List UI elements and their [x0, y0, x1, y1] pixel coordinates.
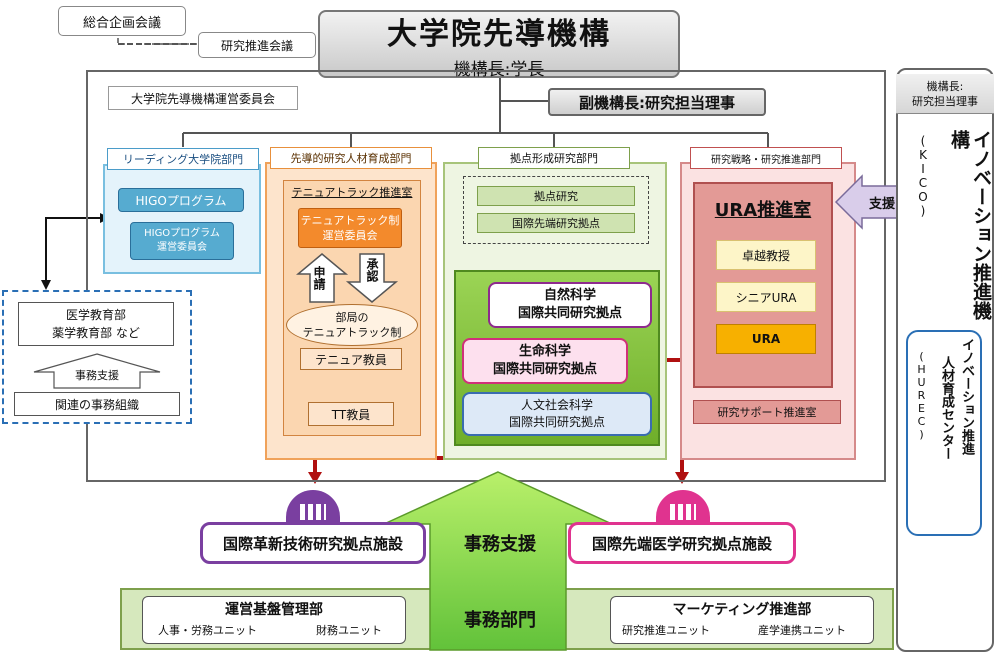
- life-science-line2: 国際共同研究拠点: [492, 362, 597, 377]
- mgmt-title: 運営基盤管理部: [225, 602, 323, 618]
- kico-abbr: (KICO): [916, 134, 930, 218]
- life-science-line1: 生命科学: [518, 344, 571, 359]
- kenkyu-suishin-box: 研究推進会議: [198, 32, 316, 58]
- apply-label: 申請: [312, 266, 326, 290]
- hub-research-box: 拠点研究: [477, 186, 635, 206]
- kico-title: イノベーション推進機構: [948, 130, 992, 320]
- medical-school-line2: 薬学教育部 など: [52, 326, 140, 340]
- related-office-box: 関連の事務組織: [14, 392, 180, 416]
- pioneer-division-header: 先導的研究人材育成部門: [270, 147, 432, 169]
- strategy-division-label: 研究戦略・研究推進部門: [711, 154, 821, 166]
- office-support-small-label: 事務支援: [75, 369, 119, 382]
- facility-left-label: 国際革新技術研究拠点施設: [222, 534, 403, 553]
- ura-label: URA: [751, 332, 781, 346]
- distinguished-prof-box: 卓越教授: [716, 240, 816, 270]
- hurec-abbr: (HUREC): [915, 350, 928, 441]
- tenure-committee-box: テニュアトラック制 運営委員会: [298, 208, 402, 248]
- dept-tenure-line2: テニュアトラック制: [302, 326, 402, 339]
- facility-right-box: 国際先端医学研究拠点施設: [568, 522, 796, 564]
- senior-ura-label: シニアURA: [735, 290, 797, 305]
- research-support-office-label: 研究サポート推進室: [717, 406, 817, 419]
- humanities-line1: 人文社会科学: [520, 398, 593, 412]
- sogo-kikaku-box: 総合企画会議: [58, 6, 186, 36]
- hurec-box: [906, 330, 982, 536]
- hub-division-label: 拠点形成研究部門: [510, 152, 598, 165]
- life-science-box: 生命科学 国際共同研究拠点: [462, 338, 628, 384]
- strategy-division-header: 研究戦略・研究推進部門: [690, 147, 842, 169]
- marketing-box: [610, 596, 874, 644]
- research-support-office-box: 研究サポート推進室: [693, 400, 841, 424]
- office-support-up-arrow: [33, 353, 161, 389]
- hub-division-header: 拠点形成研究部門: [478, 147, 630, 169]
- ura-box: URA: [716, 324, 816, 354]
- vice-director-box: 副機構長:研究担当理事: [548, 88, 766, 116]
- medical-schools-box: 医学教育部 薬学教育部 など: [18, 302, 174, 346]
- higo-committee-box: HIGOプログラム 運営委員会: [130, 222, 234, 260]
- mgmt-box: [142, 596, 406, 644]
- office-support-big-label: 事務支援: [464, 534, 536, 555]
- building-icon-left-windows: [300, 504, 326, 520]
- tenure-committee-line2: 運営委員会: [322, 229, 378, 242]
- committee-label: 大学院先導機構運営委員会: [130, 91, 275, 106]
- innovation-head-line2: 研究担当理事: [912, 94, 978, 108]
- hub-research-label: 拠点研究: [534, 190, 578, 203]
- pioneer-division-label: 先導的研究人材育成部門: [290, 152, 412, 165]
- intl-advanced-label: 国際先端研究拠点: [512, 217, 600, 230]
- building-icon-right-windows: [670, 504, 696, 520]
- higo-program-label: HIGOプログラム: [135, 193, 227, 208]
- tenure-faculty-box: テニュア教員: [300, 348, 402, 370]
- facility-left-box: 国際革新技術研究拠点施設: [200, 522, 426, 564]
- title-box: 大学院先導機構 機構長:学長: [318, 10, 680, 80]
- higo-committee-line2: 運営委員会: [157, 242, 207, 253]
- vice-director-label: 副機構長:研究担当理事: [579, 93, 735, 112]
- humanities-box: 人文社会科学 国際共同研究拠点: [462, 392, 652, 436]
- intl-advanced-box: 国際先端研究拠点: [477, 213, 635, 233]
- marketing-unit-research: 研究推進ユニット: [622, 624, 710, 637]
- support-arrow-label: 支援: [868, 196, 895, 212]
- natural-science-box: 自然科学 国際共同研究拠点: [488, 282, 652, 328]
- marketing-unit-industry: 産学連携ユニット: [758, 624, 846, 637]
- distinguished-prof-label: 卓越教授: [741, 248, 790, 263]
- page-subtitle: 機構長:学長: [453, 59, 545, 80]
- tenure-committee-line1: テニュアトラック制: [300, 214, 400, 227]
- ura-office-title: URA推進室: [714, 200, 812, 221]
- humanities-line2: 国際共同研究拠点: [508, 415, 605, 429]
- tt-faculty-label: TT教員: [331, 407, 371, 422]
- hurec-title-line2: 人材育成センター: [939, 356, 954, 460]
- related-office-label: 関連の事務組織: [54, 397, 139, 412]
- innovation-head-box: 機構長: 研究担当理事: [896, 74, 994, 114]
- medical-school-line1: 医学教育部: [65, 308, 126, 322]
- dept-tenure-ellipse: 部局の テニュアトラック制: [286, 304, 418, 346]
- leading-division-label: リーディング大学院部門: [122, 153, 244, 166]
- page-title: 大学院先導機構: [387, 16, 611, 52]
- hurec-title-line1: イノベーション推進: [959, 338, 974, 455]
- natural-science-line2: 国際共同研究拠点: [517, 306, 622, 321]
- marketing-title: マーケティング推進部: [672, 602, 812, 618]
- apply-approve-arrows: [296, 253, 399, 303]
- senior-ura-box: シニアURA: [716, 282, 816, 312]
- committee-box: 大学院先導機構運営委員会: [108, 86, 298, 110]
- facility-right-label: 国際先端医学研究拠点施設: [591, 534, 772, 553]
- sogo-kikaku-label: 総合企画会議: [82, 15, 161, 31]
- dept-tenure-line1: 部局の: [335, 311, 369, 324]
- natural-science-line1: 自然科学: [543, 288, 596, 303]
- admin-dept-label: 事務部門: [464, 610, 536, 631]
- mgmt-unit-hr: 人事・労務ユニット: [158, 624, 257, 637]
- kenkyu-suishin-label: 研究推進会議: [220, 38, 293, 53]
- approve-label: 承認: [365, 258, 379, 282]
- higo-program-box: HIGOプログラム: [118, 188, 244, 212]
- innovation-head-line1: 機構長:: [926, 79, 964, 93]
- tt-faculty-box: TT教員: [308, 402, 394, 426]
- higo-committee-line1: HIGOプログラム: [144, 228, 220, 239]
- mgmt-unit-finance: 財務ユニット: [316, 624, 382, 637]
- tenure-faculty-label: テニュア教員: [315, 352, 387, 367]
- hub-research-dashed-box: [463, 176, 649, 244]
- leading-division-header: リーディング大学院部門: [107, 148, 259, 170]
- tenure-office-title: テニュアトラック推進室: [291, 186, 413, 199]
